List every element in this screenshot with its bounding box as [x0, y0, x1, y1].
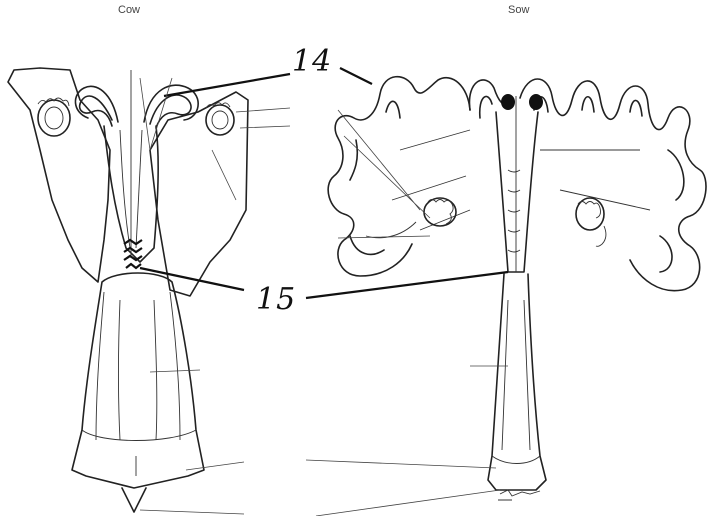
cow-tract [8, 68, 248, 512]
cow-left-horn [80, 96, 112, 126]
artist-signature [498, 490, 540, 500]
sow-right-horn [469, 79, 706, 291]
cow-left-ovary [38, 100, 70, 136]
sow-left-horn [328, 77, 470, 276]
sow-uterine-body [496, 112, 538, 272]
cow-right-horn [150, 95, 191, 128]
cow-vagina [72, 273, 204, 488]
cow-right-ovary [206, 105, 234, 135]
